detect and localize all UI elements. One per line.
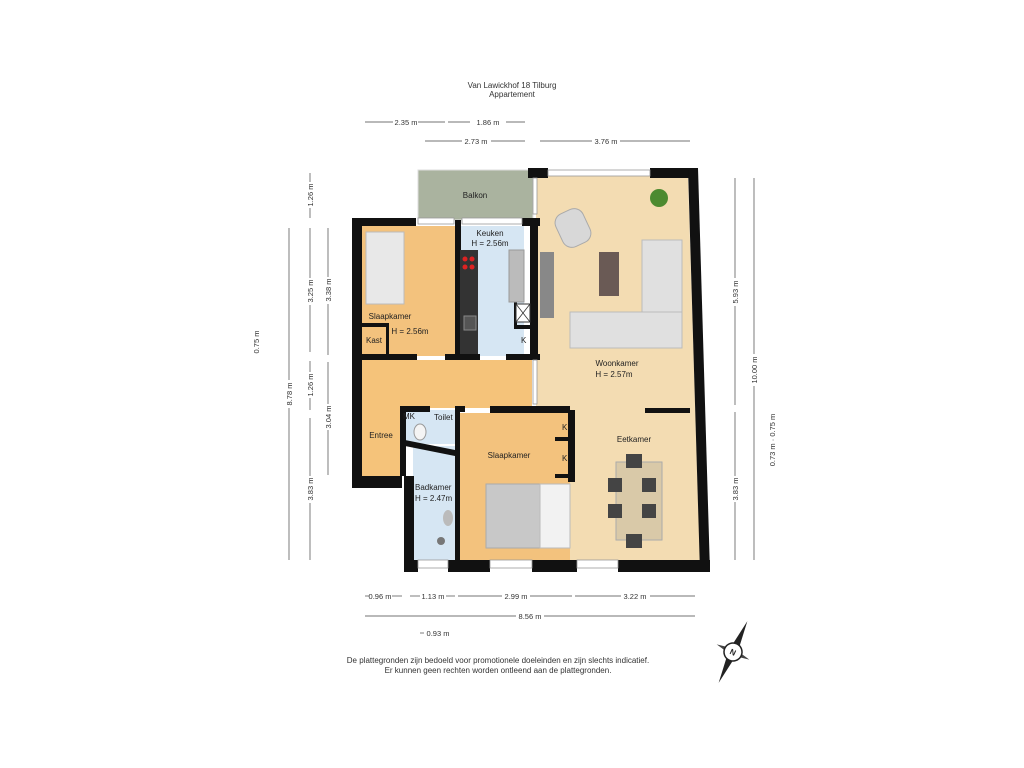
windows <box>417 169 651 569</box>
dim-label: 3.83 m <box>306 478 315 501</box>
shower-drain <box>437 537 445 545</box>
dim-label: 0.93 m <box>427 629 450 638</box>
dim-label: 10.00 m <box>750 356 759 383</box>
kitchen-counter <box>460 250 478 354</box>
dim-label: 5.93 m <box>731 281 740 304</box>
label-keuken-height: H = 2.56m <box>471 239 508 248</box>
balcony-area <box>417 169 534 221</box>
top-dimensions: 2.35 m 1.86 m 2.73 m 3.76 m <box>365 118 690 146</box>
label-mk: MK <box>403 412 416 421</box>
label-woonkamer: Woonkamer <box>596 359 639 368</box>
label-eetkamer: Eetkamer <box>617 435 652 444</box>
dim-label: 8.78 m <box>285 383 294 406</box>
label-keuken: Keuken <box>476 229 503 238</box>
dim-label: 2.73 m <box>465 137 488 146</box>
dim-label: 0.96 m <box>369 592 392 601</box>
entree-area <box>360 360 532 476</box>
sink <box>443 510 453 526</box>
dim-label: 0.75 m <box>252 331 261 354</box>
label-k: K <box>562 423 568 432</box>
label-badkamer-height: H = 2.47m <box>415 494 452 503</box>
dim-label: 3.04 m <box>324 406 333 429</box>
dim-label: 2.99 m <box>505 592 528 601</box>
compass-icon: N <box>716 621 750 683</box>
plant <box>650 189 668 207</box>
label-slaapkamer2: Slaapkamer <box>488 451 531 460</box>
dim-label: 3.76 m <box>595 137 618 146</box>
dim-label: 0.73 m · 0.75 m <box>768 414 777 467</box>
dim-label: 3.25 m <box>306 280 315 303</box>
armchair <box>554 208 592 248</box>
tv-cabinet <box>540 252 554 318</box>
label-balkon: Balkon <box>463 191 487 200</box>
right-dimensions: 5.93 m 3.83 m 10.00 m 0.73 m · 0.75 m <box>731 178 777 560</box>
dim-label: 3.22 m <box>624 592 647 601</box>
disclaimer-line-1: De plattegronden zijn bedoeld voor promo… <box>347 656 649 665</box>
label-entree: Entree <box>369 431 393 440</box>
dim-label: 1.13 m <box>422 592 445 601</box>
dim-label: 1.26 m <box>306 184 315 207</box>
left-dimensions: 0.75 m 8.78 m 1.26 m 3.25 m 1.26 m 3.83 … <box>252 173 333 560</box>
dim-label: 3.38 m <box>324 279 333 302</box>
disclaimer-line-2: Er kunnen geen rechten worden ontleend a… <box>385 666 612 675</box>
kitchen-cabinet <box>508 249 525 303</box>
toilet-area <box>404 410 456 444</box>
plan-title: Van Lawickhof 18 Tilburg <box>468 81 557 90</box>
coffee-table <box>599 252 619 296</box>
label-kast: Kast <box>366 336 383 345</box>
dim-label: 1.26 m <box>306 374 315 397</box>
compass-north-label: N <box>728 647 737 658</box>
label-woonkamer-height: H = 2.57m <box>595 370 632 379</box>
label-badkamer: Badkamer <box>415 483 452 492</box>
room-labels: Balkon Keuken H = 2.56m Slaapkamer H = 2… <box>366 191 651 503</box>
label-k: K <box>521 336 527 345</box>
walls <box>352 168 710 572</box>
bathroom-area <box>413 446 456 560</box>
label-k: K <box>562 454 568 463</box>
dim-label: 8.56 m <box>519 612 542 621</box>
label-slaapkamer1: Slaapkamer <box>369 312 412 321</box>
label-slaapkamer1-height: H = 2.56m <box>391 327 428 336</box>
dining-table <box>615 461 663 541</box>
toilet-bowl <box>413 423 427 441</box>
furniture <box>365 189 683 549</box>
dim-label: 2.35 m <box>395 118 418 127</box>
plan-subtitle: Appartement <box>489 90 536 99</box>
bottom-dimensions: 0.96 m 1.13 m 2.99 m 3.22 m 8.56 m 0.93 … <box>365 592 695 638</box>
dim-label: 3.83 m <box>731 478 740 501</box>
label-toilet: Toilet <box>434 413 453 422</box>
dim-label: 1.86 m <box>477 118 500 127</box>
single-bed <box>365 231 405 305</box>
